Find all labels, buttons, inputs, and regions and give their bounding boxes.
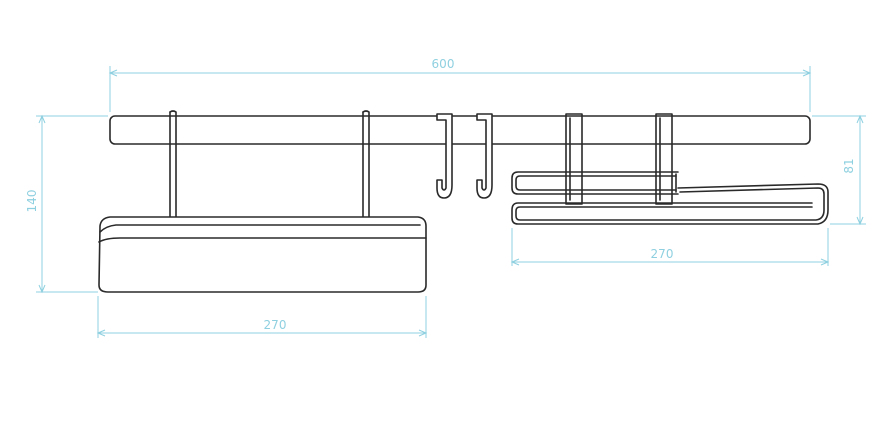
dimension-label-140: 140 [25, 190, 39, 213]
dimension-label-81: 81 [842, 158, 856, 173]
dimension-towel-holder-height: 81 [812, 114, 866, 226]
dimension-label-270-shelf: 270 [264, 318, 287, 332]
shelf-hanger-left [169, 110, 177, 219]
hook-2 [476, 113, 493, 199]
hook-1 [436, 113, 453, 199]
kitchen-rail-assembly [98, 110, 829, 293]
dimension-rail-width: 600 [108, 56, 812, 112]
towel-holder-bracket-left [565, 113, 583, 205]
shelf-basket [98, 216, 427, 293]
rail-bar [109, 115, 811, 145]
towel-holder-bracket-right [655, 113, 673, 205]
shelf-hanger-right [362, 110, 370, 219]
dimension-overall-height: 140 [24, 114, 108, 294]
dimension-label-600: 600 [432, 57, 455, 71]
dimension-label-270-towel: 270 [651, 247, 674, 261]
towel-holder-frame [511, 171, 829, 225]
dimension-towel-holder-width: 270 [510, 228, 830, 266]
dimension-shelf-width: 270 [96, 296, 428, 338]
